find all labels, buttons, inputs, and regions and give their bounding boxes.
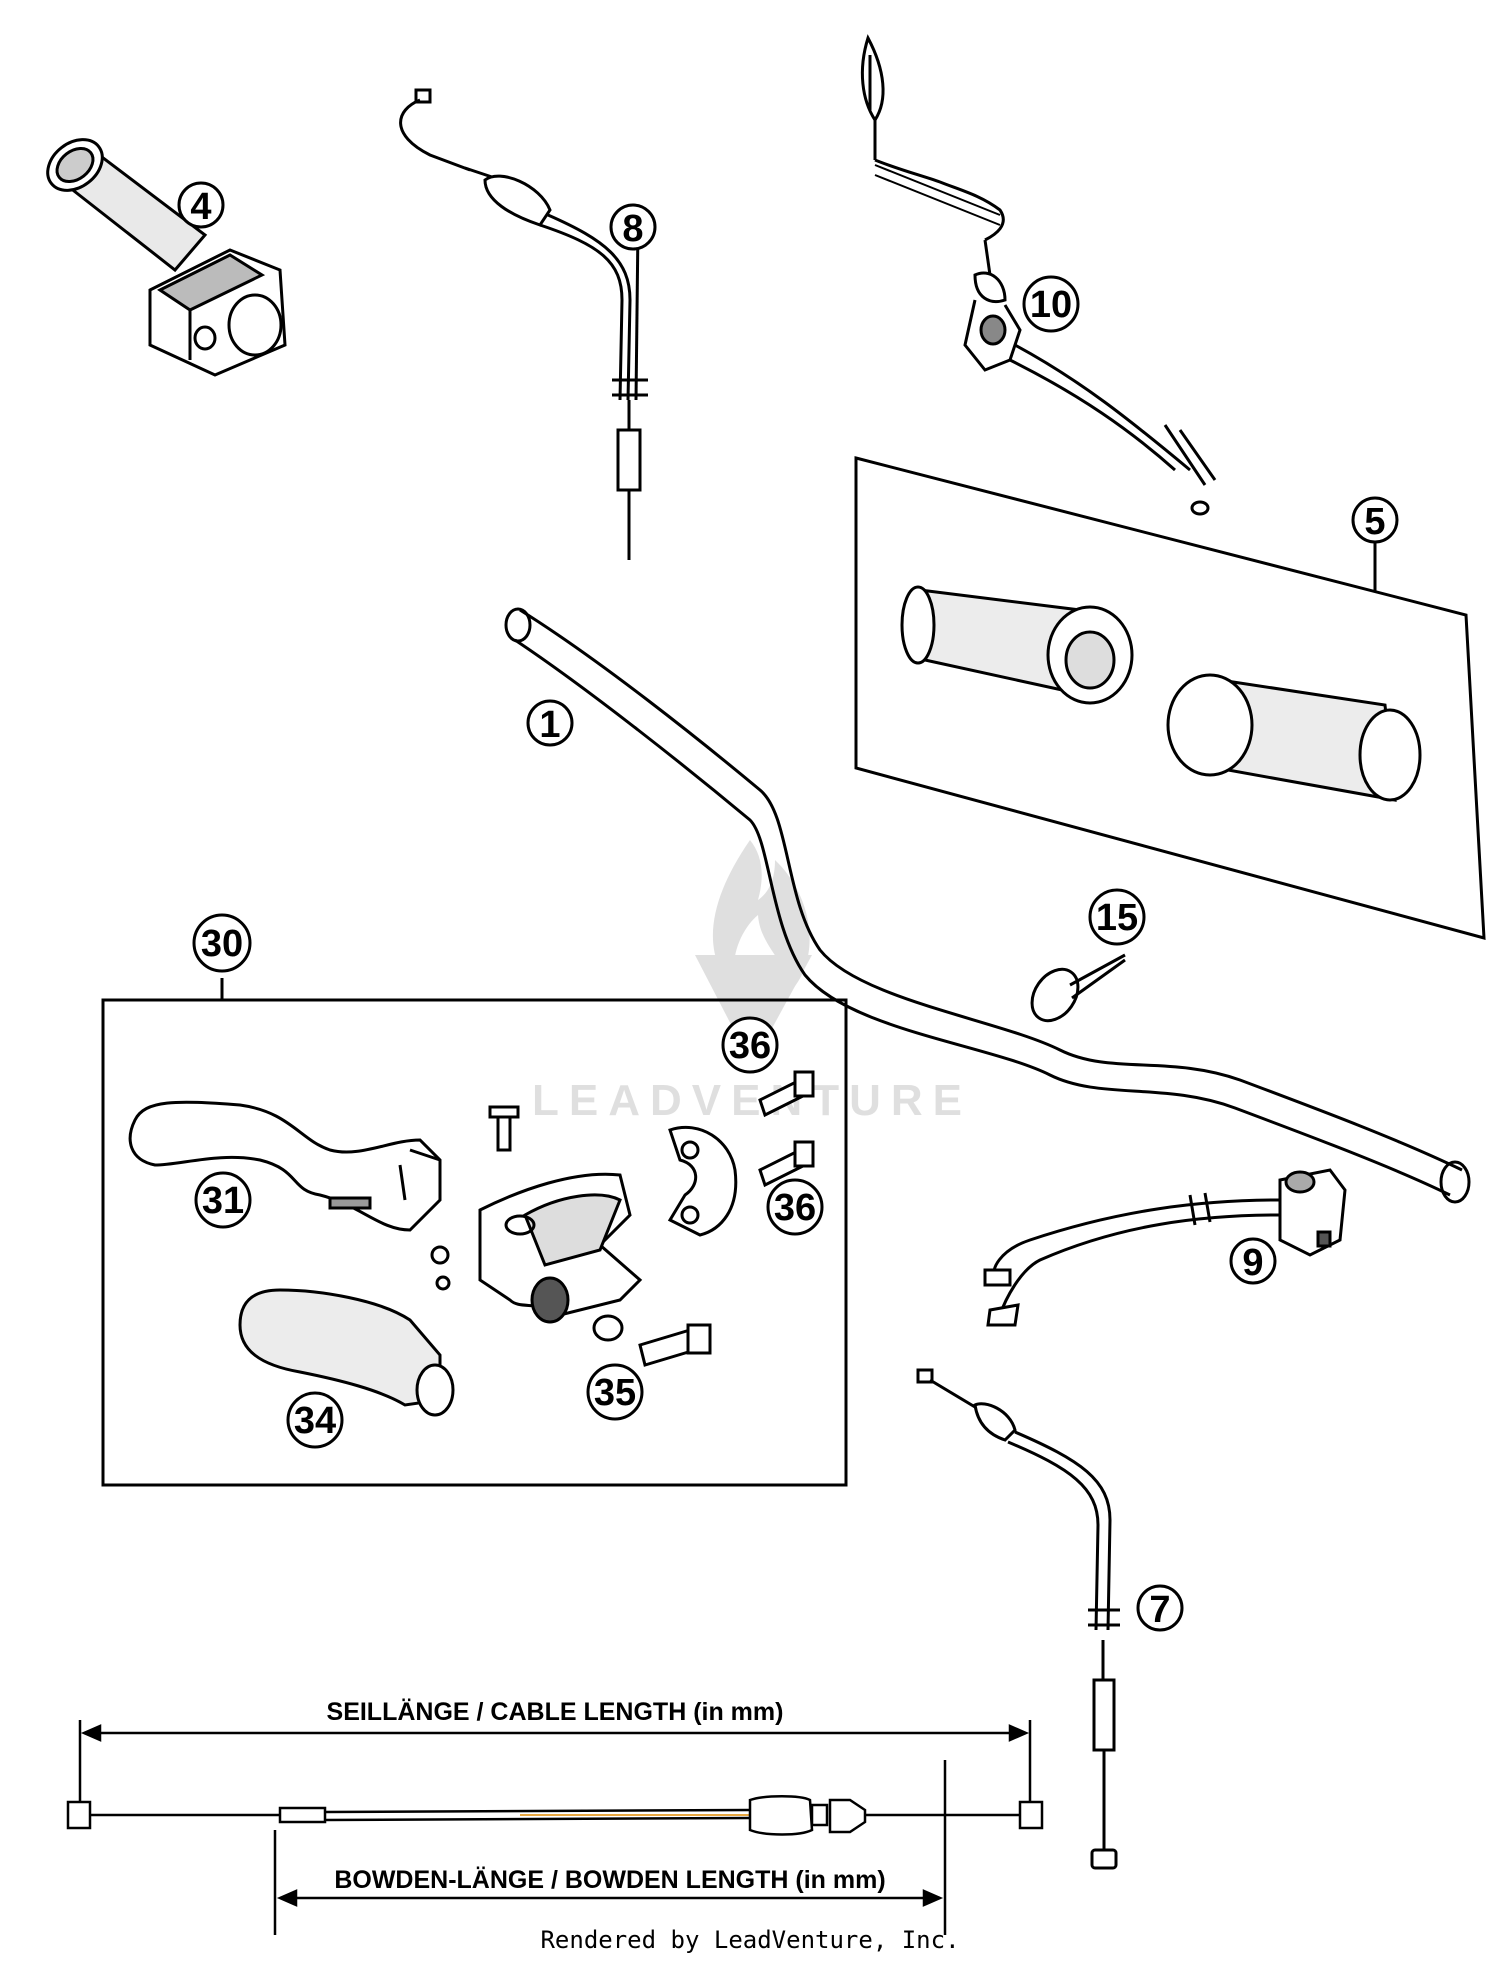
callout-1-label: 1 <box>539 704 560 746</box>
callout-8-label: 8 <box>622 208 643 250</box>
callout-8[interactable]: 8 <box>609 203 657 251</box>
part-4-throttle-grip <box>46 138 287 377</box>
callout-1[interactable]: 1 <box>526 699 574 747</box>
leadventure-watermark: LEADVENTURE <box>532 840 972 1125</box>
callout-7[interactable]: 7 <box>1136 1584 1184 1632</box>
callout-9-label: 9 <box>1242 1242 1263 1284</box>
callout-10[interactable]: 10 <box>1022 275 1080 333</box>
part-8-throttle-cable <box>399 88 648 560</box>
part-30-clutch-lever-assembly <box>101 978 848 1487</box>
callout-5[interactable]: 5 <box>1351 496 1399 592</box>
callout-35-label: 35 <box>594 1372 636 1414</box>
part-10-kill-switch <box>860 34 1217 516</box>
callout-30-label: 30 <box>201 923 243 965</box>
callout-36-bottom-label: 36 <box>774 1187 816 1229</box>
callout-4[interactable]: 4 <box>177 181 225 229</box>
v-logo-icon <box>695 955 812 1065</box>
cable-length-diagram <box>66 1720 1044 1935</box>
callout-7-label: 7 <box>1149 1589 1170 1631</box>
callout-34-label: 34 <box>294 1400 336 1442</box>
part-1-handlebar <box>504 607 1471 1204</box>
bowden-length-label: BOWDEN-LÄNGE / BOWDEN LENGTH (in mm) <box>334 1866 885 1894</box>
callout-36-top-label: 36 <box>729 1025 771 1067</box>
callout-36-bottom[interactable]: 36 <box>766 1178 824 1236</box>
part-7-clutch-cable <box>916 1368 1120 1870</box>
callout-5-label: 5 <box>1364 501 1385 543</box>
callout-15-label: 15 <box>1096 897 1138 939</box>
callout-35[interactable]: 35 <box>586 1363 644 1421</box>
part-5-grip-set <box>854 456 1486 940</box>
callout-34[interactable]: 34 <box>286 1391 344 1449</box>
callout-10-label: 10 <box>1030 284 1072 326</box>
callout-36-top[interactable]: 36 <box>721 1016 779 1074</box>
callout-30[interactable]: 30 <box>192 913 252 973</box>
callout-31-label: 31 <box>202 1180 244 1222</box>
flame-logo-icon <box>712 840 810 995</box>
callout-9[interactable]: 9 <box>1229 1237 1277 1285</box>
watermark-text: LEADVENTURE <box>532 1076 972 1125</box>
part-15-cable-tie <box>1030 953 1126 1023</box>
part-9-switch <box>983 1168 1347 1327</box>
cable-length-label: SEILLÄNGE / CABLE LENGTH (in mm) <box>327 1698 784 1726</box>
callout-15[interactable]: 15 <box>1088 888 1146 946</box>
callout-31[interactable]: 31 <box>194 1171 252 1229</box>
footer-credit: Rendered by LeadVenture, Inc. <box>540 1926 959 1954</box>
callout-4-label: 4 <box>190 186 211 228</box>
